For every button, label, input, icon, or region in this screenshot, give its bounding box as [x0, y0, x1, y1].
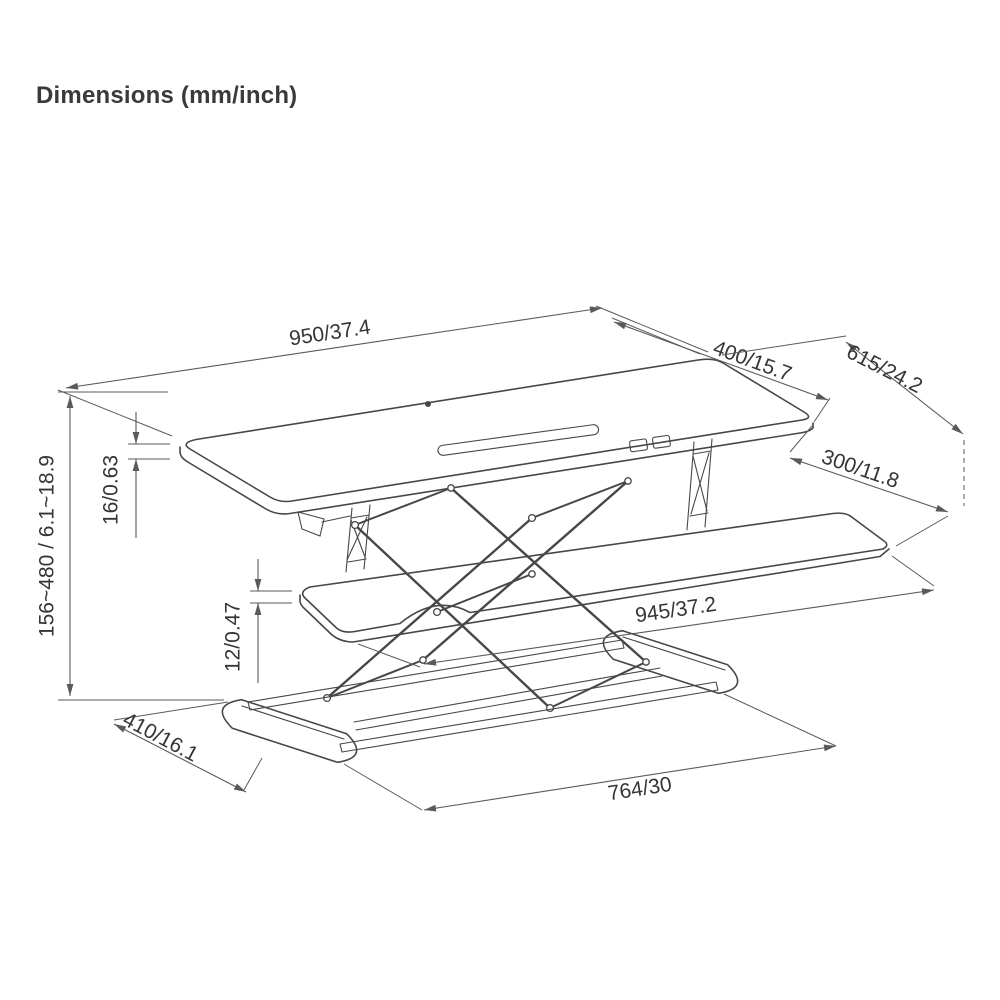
- dim-label-height-range: 156~480 / 6.1~18.9: [36, 455, 59, 637]
- dim-label-tray-depth: 300/11.8: [819, 445, 902, 493]
- dim-tray-thickness: 12/0.47: [222, 559, 292, 683]
- dim-base-depth: 410/16.1: [113, 701, 263, 793]
- dim-top-thickness: 16/0.63: [100, 412, 170, 538]
- desk-top-surface: [179, 358, 814, 515]
- dim-top-width: 950/37.4: [57, 305, 709, 437]
- dim-top-depth: 400/15.7: [611, 317, 831, 423]
- page-title: Dimensions (mm/inch): [36, 82, 298, 109]
- dim-label-top-thickness: 16/0.63: [100, 455, 123, 525]
- right-foot: [602, 629, 739, 695]
- dim-label-top-depth: 400/15.7: [710, 336, 795, 386]
- lift-brackets: [297, 438, 713, 573]
- release-lever: [297, 511, 325, 537]
- dim-tray-width: 945/37.2: [357, 555, 935, 668]
- keyboard-tray: [299, 512, 890, 643]
- left-foot: [221, 698, 358, 764]
- control-button: [629, 438, 648, 453]
- base-frame: [221, 629, 739, 764]
- dim-label-overall-depth: 615/24.2: [843, 340, 926, 398]
- dim-height-range: 156~480 / 6.1~18.9: [36, 391, 224, 701]
- vent-slot: [437, 424, 600, 456]
- grommet-dot: [425, 401, 431, 407]
- dim-label-top-width: 950/37.4: [288, 316, 373, 351]
- dim-label-base-depth: 410/16.1: [119, 708, 202, 767]
- dim-label-tray-width: 945/37.2: [634, 593, 718, 628]
- dim-label-tray-thickness: 12/0.47: [222, 602, 245, 672]
- dim-label-base-width: 764/30: [606, 773, 673, 806]
- dim-tray-depth: 300/11.8: [789, 425, 949, 547]
- control-button: [651, 434, 671, 449]
- scissor-lift: [322, 477, 650, 713]
